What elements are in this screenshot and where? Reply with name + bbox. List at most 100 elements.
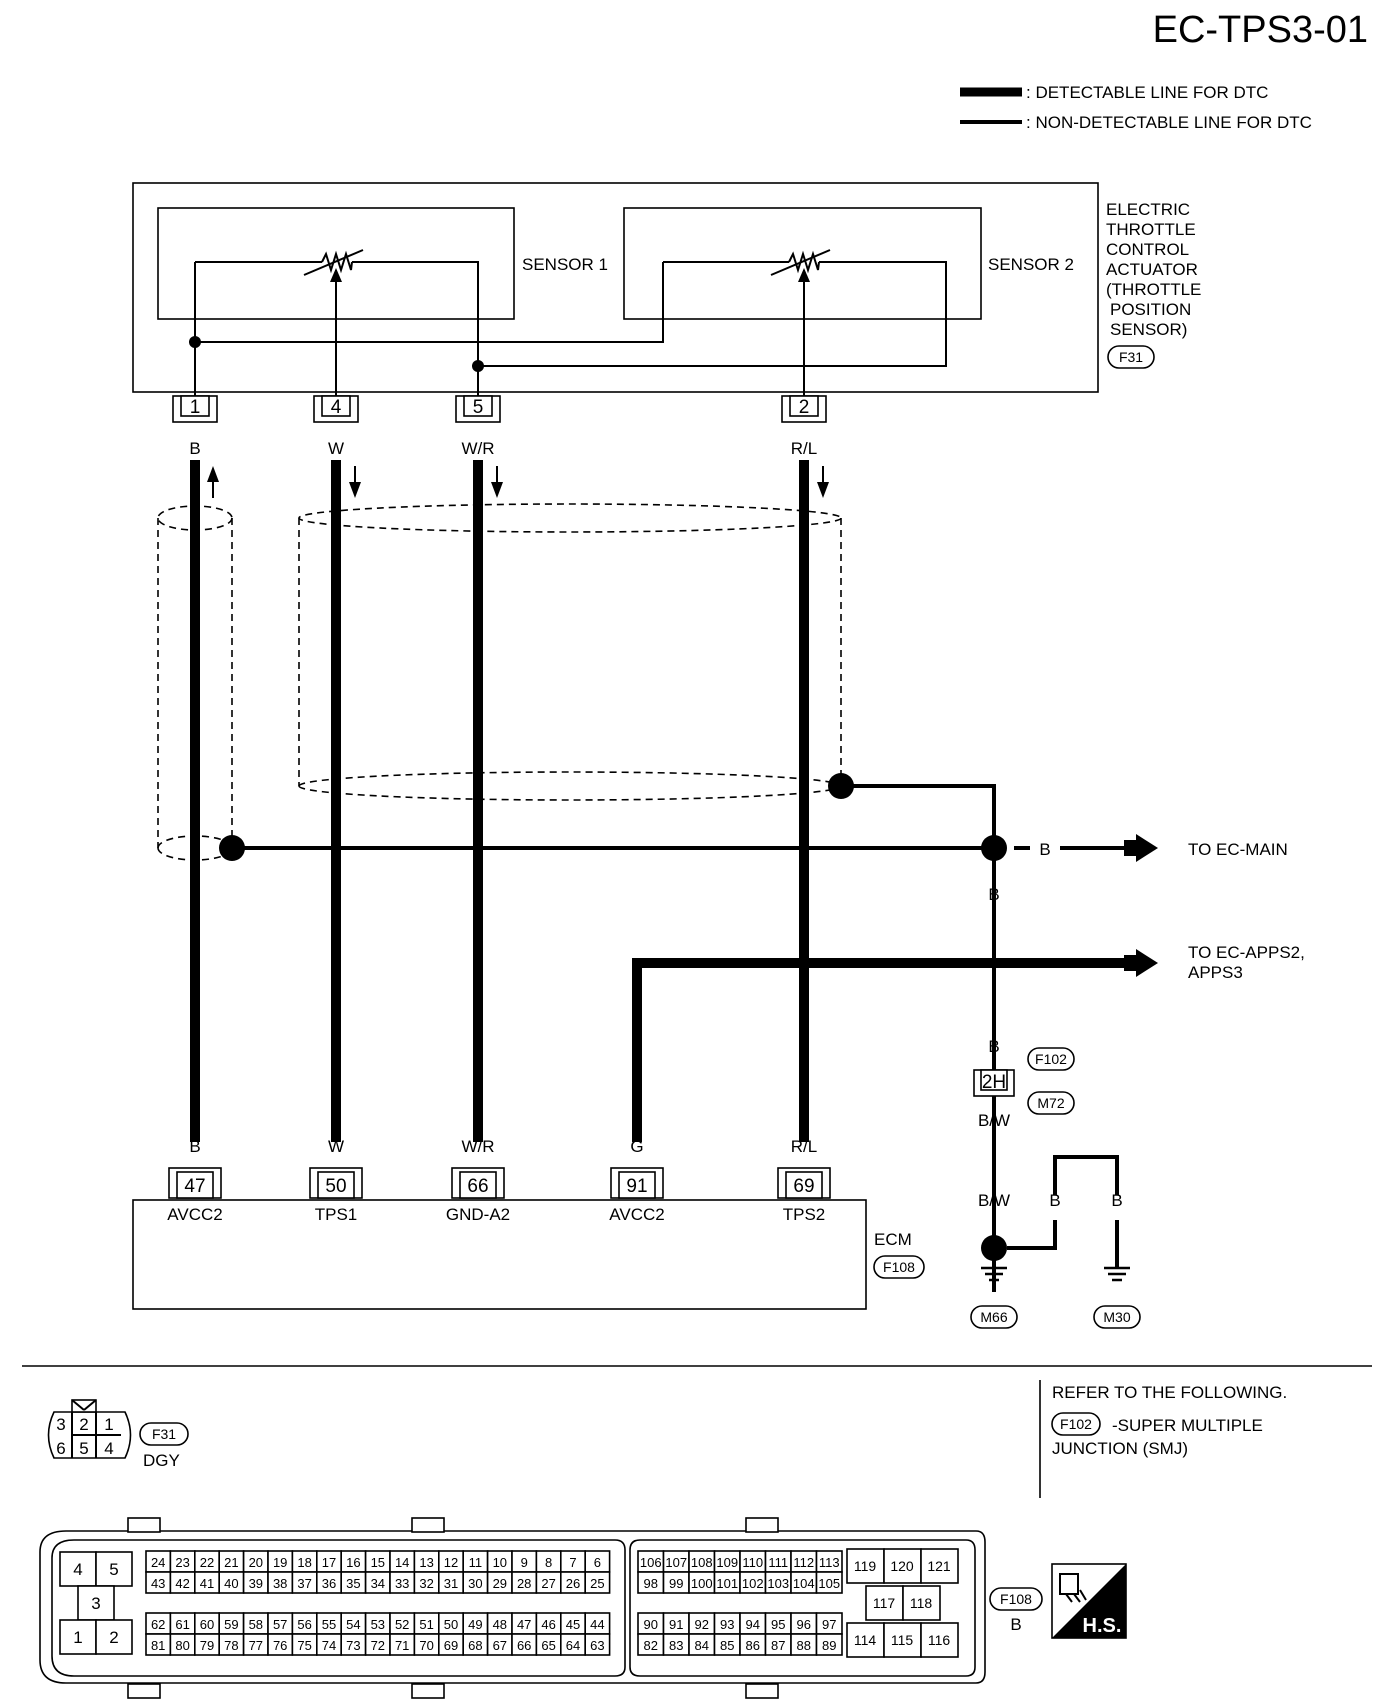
to-ec-main-label: TO EC-MAIN: [1188, 840, 1288, 859]
f108-pin-cell: 9: [521, 1555, 528, 1570]
svg-text:AVCC2: AVCC2: [167, 1205, 222, 1224]
f108-pin-cell: 108: [691, 1555, 713, 1570]
f108-pin-cell: 17: [322, 1555, 336, 1570]
junction-2h-pin: 2H: [982, 1072, 1006, 1093]
svg-text:AVCC2: AVCC2: [609, 1205, 664, 1224]
svg-text:121: 121: [927, 1558, 951, 1574]
f108-pin-cell: 99: [669, 1576, 683, 1591]
f108-pin-cell: 111: [768, 1555, 788, 1570]
f108-pin-cell: 36: [322, 1576, 336, 1591]
f108-pin-cell: 53: [371, 1617, 385, 1632]
shield-cables: [157, 503, 842, 861]
f108-pin-cell: 46: [541, 1617, 555, 1632]
f108-pin-cell: 73: [346, 1638, 360, 1653]
f108-pin-cell: 10: [493, 1555, 507, 1570]
f108-pin-cell: 52: [395, 1617, 409, 1632]
svg-text:120: 120: [890, 1558, 914, 1574]
f108-pin-cell: 18: [297, 1555, 311, 1570]
f108-pin-cell: 45: [566, 1617, 580, 1632]
f108-pin-cell: 88: [797, 1638, 811, 1653]
f108-pin-cell: 105: [818, 1576, 840, 1591]
wire-b-label-4: B: [988, 1037, 999, 1056]
svg-text:JUNCTION (SMJ): JUNCTION (SMJ): [1052, 1439, 1188, 1458]
f31-connector-tag: [1107, 345, 1155, 369]
f108-pin-cell: 92: [695, 1617, 709, 1632]
sensor2-label: SENSOR 2: [988, 255, 1074, 274]
svg-text:5: 5: [109, 1560, 118, 1579]
shield-drain-wires: [219, 773, 1158, 1292]
f108-pin-cell: 61: [175, 1617, 189, 1632]
svg-text:116: 116: [928, 1632, 951, 1648]
svg-text:1: 1: [104, 1415, 113, 1434]
f108-pin-cell: 104: [793, 1576, 815, 1591]
to-apps-arrow: [1136, 949, 1158, 977]
f108-pin-cell: 44: [590, 1617, 604, 1632]
f108-pin-cell: 56: [297, 1617, 311, 1632]
legend-detectable-text: : DETECTABLE LINE FOR DTC: [1026, 83, 1268, 102]
svg-text:R/L: R/L: [791, 439, 817, 458]
f108-pin-cell: 48: [493, 1617, 507, 1632]
svg-text:50: 50: [325, 1176, 346, 1197]
svg-text:W/R: W/R: [461, 439, 494, 458]
f108-pin-cell: 58: [249, 1617, 263, 1632]
f108-pin-cell: 22: [200, 1555, 214, 1570]
diagram-title: EC-TPS3-01: [1153, 9, 1368, 51]
f108-pin-cell: 82: [644, 1638, 658, 1653]
hs-text: H.S.: [1083, 1615, 1122, 1637]
f108-pin-cell: 66: [517, 1638, 531, 1653]
f108-pin-cell: 33: [395, 1576, 409, 1591]
wire-b-label-3: B: [988, 885, 999, 904]
f108-pin-cell: 11: [469, 1555, 483, 1570]
svg-text:3: 3: [56, 1415, 65, 1434]
f108-pin-cell: 26: [566, 1576, 580, 1591]
svg-text:1: 1: [190, 397, 201, 418]
svg-text:91: 91: [626, 1176, 647, 1197]
svg-text:REFER TO THE FOLLOWING.: REFER TO THE FOLLOWING.: [1052, 1383, 1287, 1402]
f108-pin-cell: 75: [297, 1638, 311, 1653]
svg-text:W: W: [328, 1137, 344, 1156]
ecm-wire-labels: B W W/R G R/L: [189, 1137, 817, 1156]
f108-right-block: 119 120 121 117 118 114 115 116: [846, 1548, 959, 1658]
svg-text:F108: F108: [883, 1259, 915, 1275]
f108-pin-cell: 42: [175, 1576, 189, 1591]
svg-text:-SUPER MULTIPLE: -SUPER MULTIPLE: [1112, 1416, 1263, 1435]
f108-pin-cell: 16: [346, 1555, 360, 1570]
wire-bw-label-2: B/W: [978, 1191, 1010, 1210]
f108-pin-cell: 7: [569, 1555, 576, 1570]
f108-pin-cell: 107: [665, 1555, 687, 1570]
f108-pin-cell: 50: [444, 1617, 458, 1632]
wire-b-label-2: B: [1131, 840, 1142, 859]
f108-pin-cell: 43: [151, 1576, 165, 1591]
svg-text:2: 2: [799, 397, 810, 418]
f108-pin-cell: 63: [590, 1638, 604, 1653]
svg-text:F108: F108: [1000, 1591, 1032, 1607]
f108-pin-cell: 14: [395, 1555, 409, 1570]
ecm-pin-47: 47 AVCC2: [167, 1167, 223, 1224]
f108-pin-cell: 85: [720, 1638, 734, 1653]
svg-text:F31: F31: [152, 1426, 176, 1442]
wire-g-label: G: [1130, 955, 1143, 974]
f108-pin-cell: 6: [594, 1555, 601, 1570]
f108-pin-cell: 86: [746, 1638, 760, 1653]
ecm-pin-50: 50 TPS1: [309, 1167, 363, 1224]
svg-text:118: 118: [910, 1595, 933, 1611]
f108-pin-cell: 97: [822, 1617, 836, 1632]
f108-pin-cell: 37: [297, 1576, 311, 1591]
svg-text:R/L: R/L: [791, 1137, 817, 1156]
f108-pin-cell: 74: [322, 1638, 336, 1653]
harness-side-icon: H.S.: [1051, 1563, 1127, 1639]
f108-pin-cell: 29: [493, 1576, 507, 1591]
f108-pin-cell: 68: [468, 1638, 482, 1653]
svg-text:4: 4: [104, 1439, 113, 1458]
wire-bw-label-1: B/W: [978, 1111, 1010, 1130]
f108-pin-cell: 15: [371, 1555, 385, 1570]
f108-pin-cell: 49: [468, 1617, 482, 1632]
f108-pin-cell: 72: [371, 1638, 385, 1653]
ground-m30: M30: [1093, 1266, 1141, 1329]
svg-text:114: 114: [854, 1632, 877, 1648]
sensor1-label: SENSOR 1: [522, 255, 608, 274]
f108-pin-cell: 21: [224, 1555, 238, 1570]
ecm-label: ECM: [874, 1230, 912, 1249]
